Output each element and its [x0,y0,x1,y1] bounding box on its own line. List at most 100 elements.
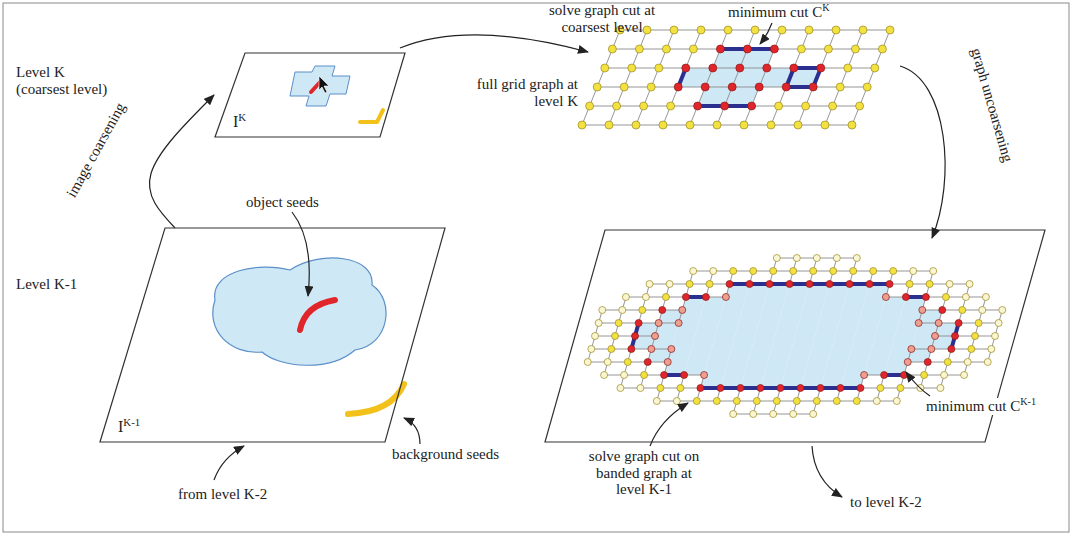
graph-node [702,294,709,301]
graph-node [592,333,599,340]
object-fill [704,362,728,375]
graph-node [659,307,666,314]
graph-node [657,385,664,392]
object-fill [699,310,723,323]
graph-node [670,26,678,34]
graph-node [701,372,708,379]
leader-arrow [292,212,309,296]
annotation: minimum cut CK [728,4,830,21]
graph-node [726,281,733,288]
graph-node [661,372,668,379]
graph-node [622,294,629,301]
image-plane: IK-1 [100,228,463,442]
annotation: graph uncoarsening [968,46,1016,164]
graph-node [766,281,773,288]
graph-node [604,359,611,366]
graph-node [856,102,864,110]
object-fill [839,310,863,323]
graph-node [666,281,673,288]
object-fill [731,336,755,349]
graph-node [736,64,744,72]
object-fill [728,349,752,362]
graph-node [679,307,686,314]
object-fill [848,349,872,362]
leader-arrow [906,372,930,396]
graph-node [737,385,744,392]
graph-node [793,398,800,405]
object-fill [822,297,846,310]
graph-node [750,268,757,275]
graph-node [915,320,922,327]
object-fill [828,349,852,362]
graph-node [942,294,949,301]
graph-node [824,45,832,53]
graph-node [673,398,680,405]
graph-node [786,281,793,288]
graph-node [813,255,820,262]
graph-node [643,26,651,34]
object-fill [739,310,763,323]
graph-node [662,45,670,53]
graph-node [797,385,804,392]
object-fill [764,362,788,375]
object-fill [895,323,919,336]
graph-node [664,359,671,366]
object-fill [711,336,735,349]
graph-node [584,359,591,366]
graph-node [722,294,729,301]
process-arrow [400,35,588,52]
graph-node [632,121,640,129]
object-fill [768,349,792,362]
object-fill [791,336,815,349]
graph-node [930,268,937,275]
graph-node [810,268,817,275]
graph-node [588,346,595,353]
object-fill [788,349,812,362]
object-fill [824,362,848,375]
object-fill [862,297,886,310]
object-fill [755,323,779,336]
object-fill [831,336,855,349]
graph-node [612,333,619,340]
figure-frame [3,3,1069,532]
object-fill [808,349,832,362]
graph-node [751,26,759,34]
graph-node [763,64,771,72]
graph-node [755,83,763,91]
full-grid-graph [578,26,894,129]
graph-node [926,281,933,288]
graph-node [982,294,989,301]
graph-node [628,64,636,72]
object-fill [759,310,783,323]
graph-node [733,398,740,405]
graph-node [709,64,717,72]
object-fill [871,336,895,349]
graph-node [642,294,649,301]
graph-node [593,83,601,91]
annotation: Level K-1 [16,276,77,293]
graph-node [773,398,780,405]
graph-node [601,64,609,72]
graph-node [853,255,860,262]
graph-node [770,45,778,53]
graph-node [878,45,886,53]
graph-node [851,45,859,53]
graph-node [743,45,751,53]
graph-node [681,372,688,379]
annotation: solve graph cut on banded graph at level… [580,448,708,498]
graph-node [667,102,675,110]
graph-node [833,398,840,405]
object-fill [784,362,808,375]
graph-node [746,281,753,288]
annotation: minimum cut CK-1 [924,398,1038,415]
graph-node [595,320,602,327]
graph-node [955,320,962,327]
object-fill [695,323,719,336]
graph-node [821,121,829,129]
graph-node [979,307,986,314]
object-fill [708,349,732,362]
image-label: IK [233,113,423,131]
graph-node [833,255,840,262]
graph-node [652,333,659,340]
graph-node [753,398,760,405]
